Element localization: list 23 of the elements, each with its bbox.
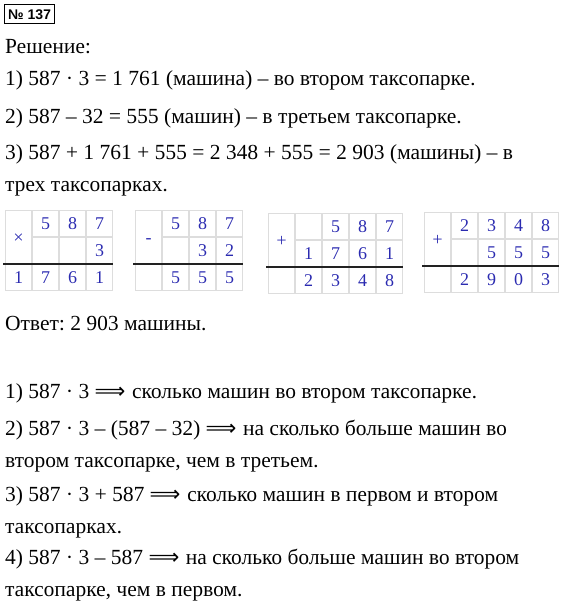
digit-cell: 2 [451,212,478,239]
digit-cell: 7 [376,213,403,240]
solution-step: 4) 587 · 3 – 587 ⟹ на сколько больше машин во втором таксопарке, чем в первом. [5,541,553,603]
digit-cell: 8 [189,210,216,237]
solution-step: 1) 587 · 3 ⟹ сколько машин во втором таксопарке. [5,375,553,407]
answer-text: Ответ: 2 903 машины. [5,310,208,337]
digit-cell: 5 [32,210,59,237]
digit-cell: 5 [322,213,349,240]
digit-cell: 3 [478,212,505,239]
digit-cell: 7 [86,210,113,237]
solution-step: 1) 587 · 3 = 1 761 (машина) – во втором таксопарке. [5,62,553,94]
solution-step: 2) 587 · 3 – (587 – 32) ⟹ на сколько больше машин во втором таксопарке, чем в третьем. [5,412,553,476]
solution-step: 2) 587 – 32 = 555 (машин) – в третьем таксопарке. [5,100,553,132]
problem-number: № 137 [4,4,55,24]
digit-cell: 5 [162,210,189,237]
solution-step: 3) 587 + 1 761 + 555 = 2 348 + 555 = 2 903 (машины) – в трех таксопарках. [5,136,553,200]
solution-step: 3) 587 · 3 + 587 ⟹ сколько машин в первом и втором таксопарках. [5,478,553,542]
digit-cell: 4 [505,212,532,239]
digit-cell: 8 [532,212,559,239]
digit-cell: 7 [216,210,243,237]
digit-cell: 8 [59,210,86,237]
digit-cell: 8 [349,213,376,240]
solution-heading: Решение: [5,33,92,60]
